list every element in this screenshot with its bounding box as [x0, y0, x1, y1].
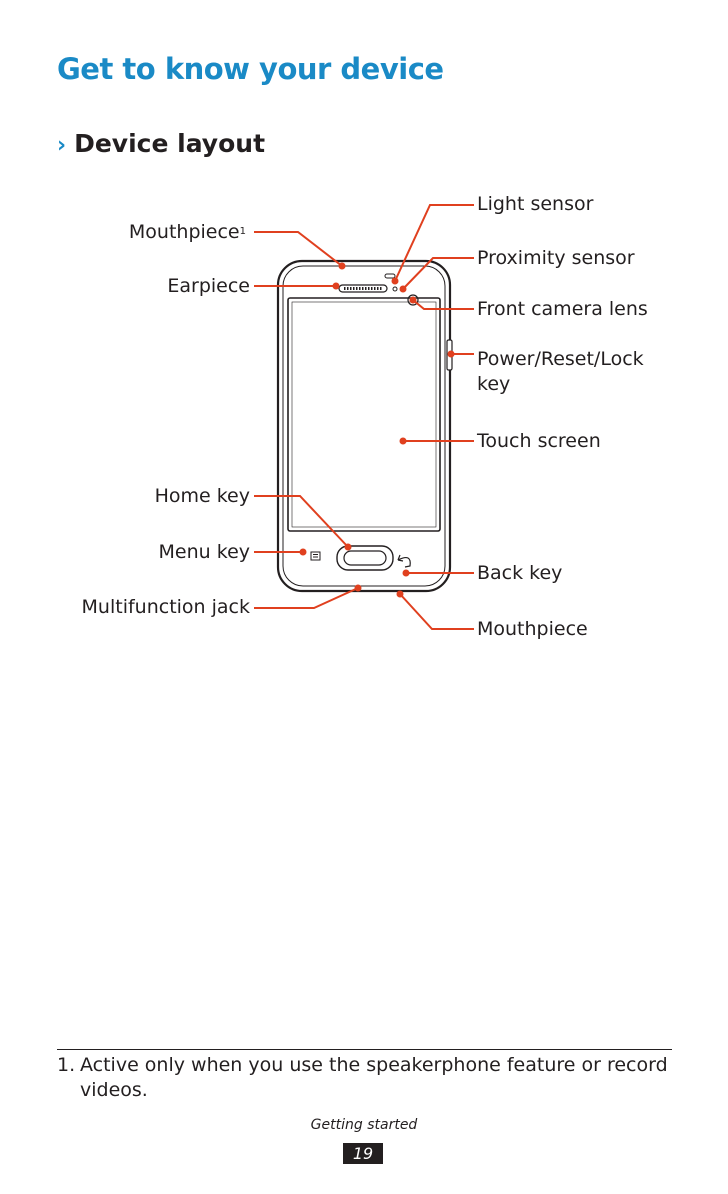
label-power-key: Power/Reset/Lock key [477, 347, 644, 397]
label-back-key: Back key [477, 562, 563, 584]
back-key-arrow [397, 554, 404, 562]
device-outer-body [276, 259, 452, 593]
label-touch-screen: Touch screen [477, 430, 601, 452]
device-layout-diagram [254, 204, 474, 630]
callout-line [394, 204, 474, 282]
device-inner-bezel [282, 265, 446, 587]
callout-dots [299, 262, 455, 598]
sensor-dot [392, 286, 398, 292]
callout-line [399, 593, 474, 630]
callout-line [402, 257, 474, 290]
callout-line [254, 495, 349, 548]
label-power-key-line2: key [477, 373, 511, 395]
section-heading: › Device layout [57, 129, 265, 158]
top-port [384, 273, 396, 279]
home-key-shape [336, 545, 394, 571]
home-key-inner [343, 550, 387, 566]
label-light-sensor: Light sensor [477, 193, 594, 215]
footnote-divider [57, 1049, 672, 1050]
device-illustration [276, 259, 453, 593]
section-heading-text: Device layout [74, 129, 266, 158]
page-title: Get to know your device [57, 52, 444, 86]
footer-section-name: Getting started [310, 1117, 418, 1133]
footnote-marker: 1 [239, 226, 246, 237]
callout-line [254, 231, 343, 267]
label-proximity-sensor: Proximity sensor [477, 247, 635, 269]
earpiece-grille [338, 284, 388, 293]
page-number: 19 [343, 1143, 383, 1164]
callout-lines [254, 204, 474, 630]
label-power-key-line1: Power/Reset/Lock [477, 348, 644, 370]
chevron-right-icon: › [57, 133, 67, 158]
label-menu-key: Menu key [158, 541, 250, 563]
device-screen [287, 297, 441, 532]
label-mouthpiece-top: Mouthpiece1 [129, 220, 246, 245]
label-front-camera-lens: Front camera lens [477, 298, 648, 320]
label-mouthpiece-top-text: Mouthpiece [128, 221, 240, 243]
callout-line [254, 587, 359, 609]
menu-key-icon [310, 551, 321, 561]
footnote-text: Active only when you use the speakerphon… [80, 1054, 668, 1101]
callout-line [412, 299, 474, 310]
front-camera [407, 294, 419, 306]
back-key-icon [397, 556, 411, 568]
screen-inner-edge [291, 301, 437, 528]
label-earpiece: Earpiece [167, 275, 250, 297]
label-mouthpiece-bottom: Mouthpiece [477, 618, 588, 640]
label-multifunction-jack: Multifunction jack [81, 596, 250, 618]
label-home-key: Home key [154, 485, 250, 507]
footnote-number: 1. [57, 1054, 76, 1076]
